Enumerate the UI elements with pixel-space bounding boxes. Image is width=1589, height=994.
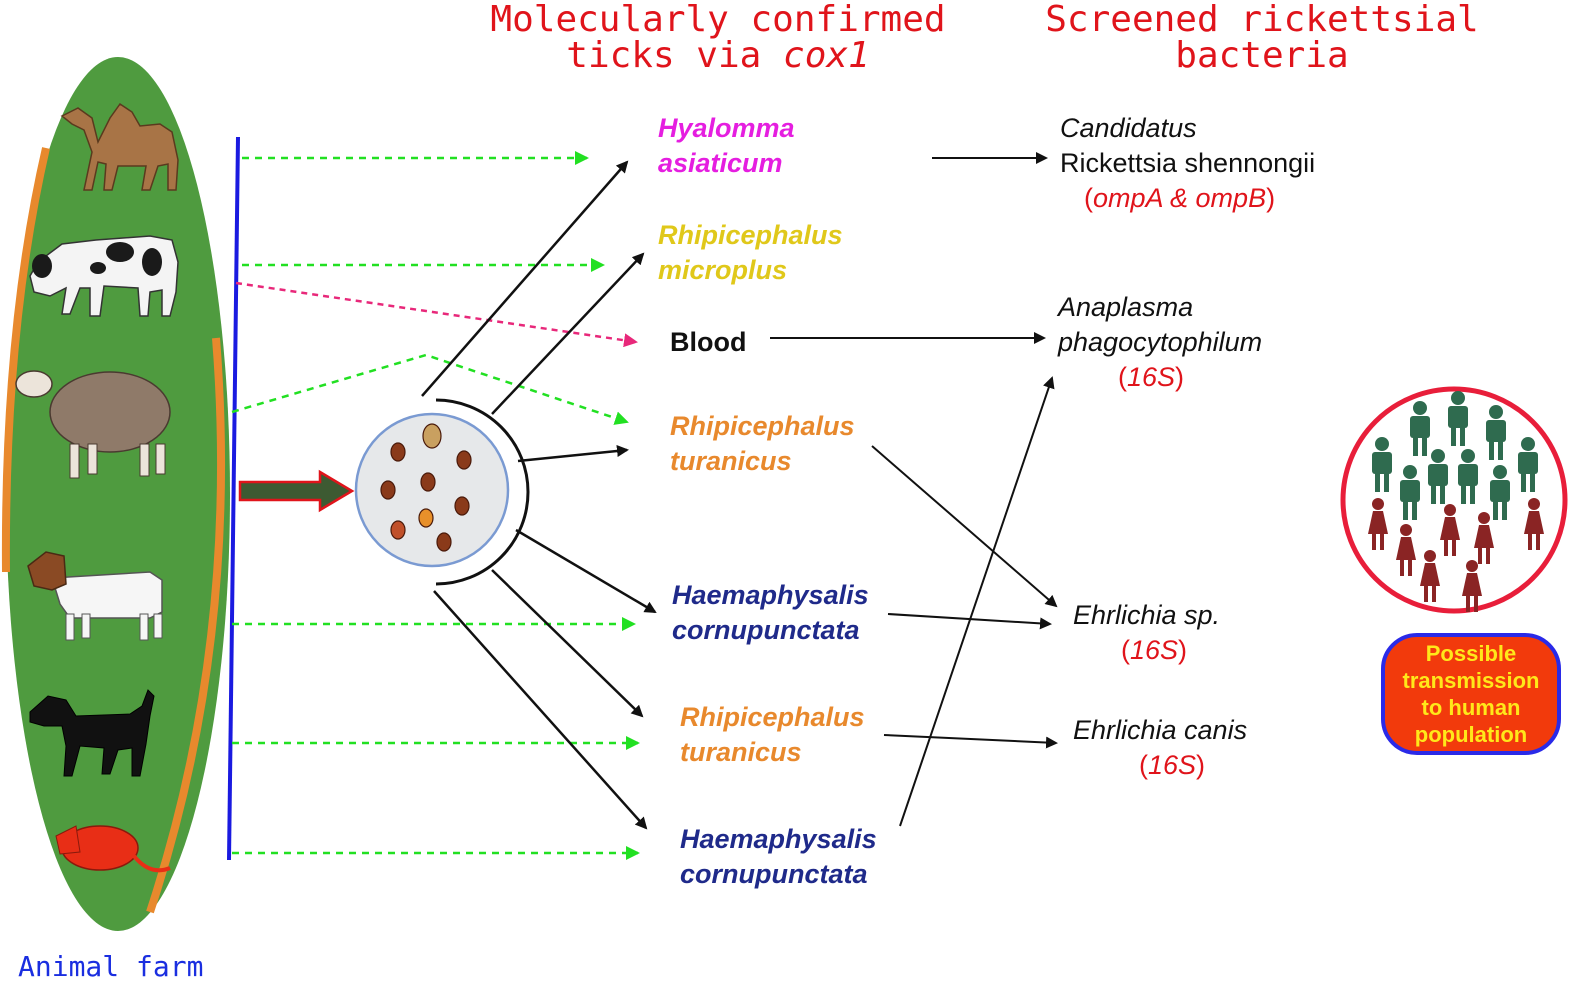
tick-4-line2: cornupunctata — [672, 615, 860, 645]
tick-label-3: Rhipicephalus turanicus — [670, 409, 855, 479]
bacteria-ehrlichia-canis: Ehrlichia canis (16S) — [1073, 713, 1247, 783]
goat-icon — [27, 551, 163, 641]
bacteria-arrows — [770, 152, 1058, 827]
tick-2-line2: microplus — [658, 255, 788, 285]
ehrlichia-canis-line1: Ehrlichia canis — [1073, 715, 1248, 745]
transmission-line3: to human — [1421, 695, 1521, 720]
transmission-box: Possible transmission to human populatio… — [1381, 633, 1561, 755]
ehrlichia-sp-line1: Ehrlichia sp. — [1073, 600, 1221, 630]
bacteria-header: Screened rickettsial bacteria — [1032, 2, 1492, 74]
tick-3-line1: Rhipicephalus — [670, 411, 855, 441]
anaplasma-gene: (16S) — [1058, 360, 1262, 395]
ticks-header: Molecularly confirmed ticks via cox1 — [478, 2, 958, 74]
tick-label-2: Rhipicephalus microplus — [658, 218, 843, 288]
bacteria-header-line2: bacteria — [1175, 35, 1349, 76]
bacteria-ehrlichia-sp: Ehrlichia sp. (16S) — [1073, 598, 1220, 668]
tick-6-line1: Haemaphysalis — [680, 824, 877, 854]
transmission-line2: transmission — [1402, 668, 1540, 693]
tick-arrows — [421, 160, 657, 830]
rickettsia-line2: Rickettsia shennongii — [1060, 148, 1316, 178]
ehrlichia-sp-gene: (16S) — [1073, 633, 1220, 668]
rickettsia-gene-open: ( — [1084, 183, 1093, 213]
dog-icon — [29, 689, 155, 777]
ehrlichia-canis-gene: (16S) — [1073, 748, 1247, 783]
cox1-label: cox1 — [783, 35, 870, 76]
tick-5-line2: turanicus — [680, 737, 802, 767]
rickettsia-line1: Candidatus — [1060, 113, 1197, 143]
ehrlichia-sp-gene-close: ) — [1178, 635, 1188, 665]
animal-farm-label: Animal farm — [18, 950, 204, 983]
bacteria-anaplasma: Anaplasma phagocytophilum (16S) — [1058, 290, 1262, 395]
anaplasma-gene-close: ) — [1175, 362, 1185, 392]
ehrlichia-canis-gene-open: ( — [1139, 750, 1148, 780]
tick-6-line2: cornupunctata — [680, 859, 868, 889]
tick-label-4: Haemaphysalis cornupunctata — [672, 578, 869, 648]
ehrlichia-canis-gene-name: 16S — [1148, 750, 1197, 780]
ticks-header-line2a: ticks via — [566, 35, 784, 76]
farm-right-edge — [146, 337, 226, 914]
human-population-icon — [1340, 386, 1568, 614]
ehrlichia-sp-gene-name: 16S — [1130, 635, 1179, 665]
camel-icon — [60, 102, 179, 191]
tick-5-line1: Rhipicephalus — [680, 702, 865, 732]
cow-icon — [29, 235, 179, 317]
rickettsia-gene: (ompA & ompB) — [1060, 181, 1315, 216]
anaplasma-gene-open: ( — [1118, 362, 1127, 392]
anaplasma-gene-name: 16S — [1127, 362, 1176, 392]
tick-2-line1: Rhipicephalus — [658, 220, 843, 250]
ticks-header-line2: ticks via cox1 — [478, 38, 958, 74]
tick-label-1: Hyalomma asiaticum — [658, 111, 795, 181]
blood-label: Blood — [670, 327, 747, 357]
tick-3-line2: turanicus — [670, 446, 792, 476]
ehrlichia-canis-gene-close: ) — [1196, 750, 1206, 780]
farm-left-edge — [1, 147, 50, 573]
rickettsia-gene-name: ompA & ompB — [1093, 183, 1267, 213]
ehrlichia-sp-gene-open: ( — [1121, 635, 1130, 665]
pink-dashed-arrow — [235, 281, 638, 348]
farm-to-ticks-arrow — [238, 469, 355, 513]
anaplasma-line1: Anaplasma — [1058, 292, 1194, 322]
sheep-icon — [15, 370, 171, 479]
rickettsia-gene-close: ) — [1266, 183, 1276, 213]
tick-collection-icon — [354, 398, 530, 586]
tick-1-line2: asiaticum — [658, 148, 783, 178]
bacteria-header-line1: Screened rickettsial — [1045, 0, 1479, 40]
bacteria-rickettsia: Candidatus Rickettsia shennongii (ompA &… — [1060, 111, 1315, 216]
animal-farm-group — [1, 57, 240, 931]
transmission-line4: population — [1414, 722, 1528, 747]
transmission-line1: Possible — [1425, 641, 1517, 666]
ticks-header-line1: Molecularly confirmed — [490, 0, 946, 40]
tick-1-line1: Hyalomma — [658, 113, 795, 143]
anaplasma-line2: phagocytophilum — [1058, 327, 1263, 357]
tick-4-line1: Haemaphysalis — [672, 580, 869, 610]
tick-label-5: Rhipicephalus turanicus — [680, 700, 865, 770]
rat-icon — [55, 825, 171, 873]
farm-blue-bar — [227, 136, 240, 861]
tick-label-6: Haemaphysalis cornupunctata — [680, 822, 877, 892]
